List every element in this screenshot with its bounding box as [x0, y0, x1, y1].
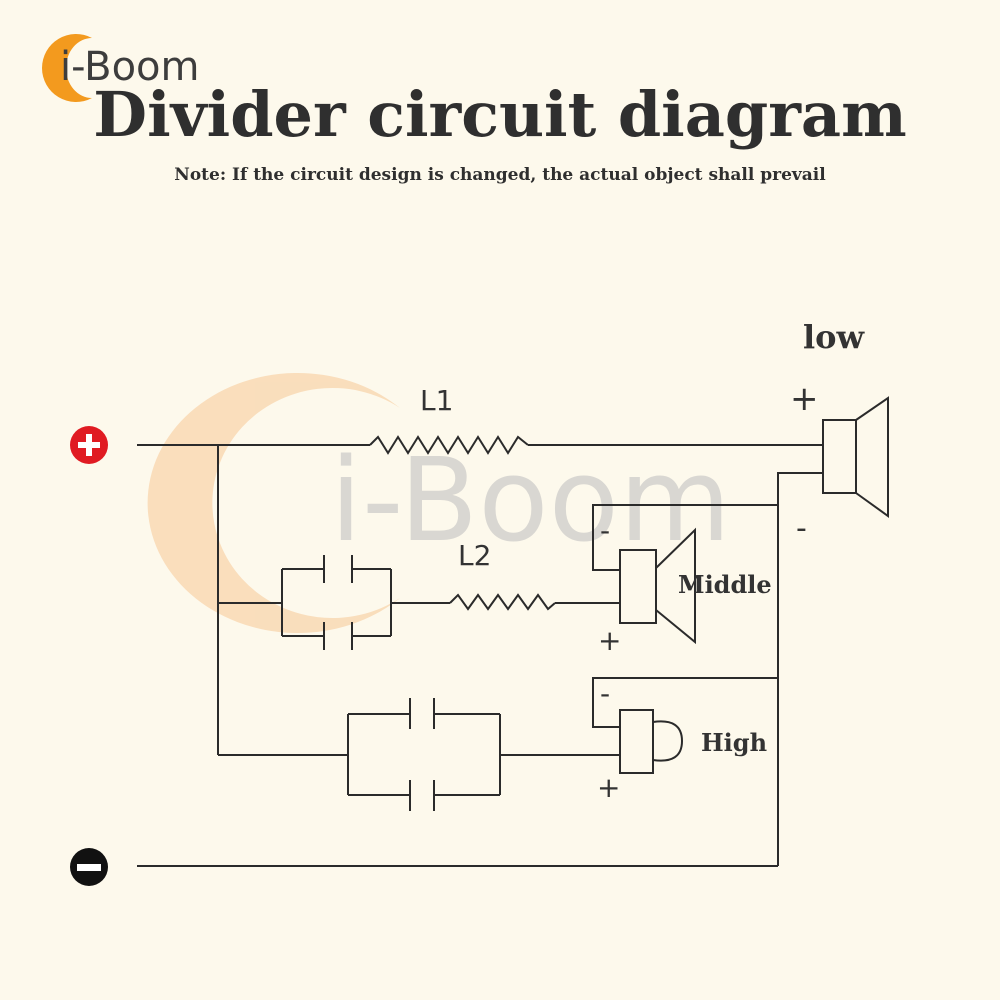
inductor-l1 — [369, 435, 529, 455]
high-speaker-dome-icon — [652, 720, 684, 762]
high-plus-sign: + — [597, 771, 620, 804]
low-minus-wire — [777, 472, 823, 866]
negative-terminal — [70, 848, 108, 886]
middle-minus-wire — [592, 504, 778, 571]
low-minus-sign: - — [796, 511, 807, 546]
middle-speaker-cone-icon — [655, 527, 696, 645]
brand-logo: i-Boom — [30, 30, 230, 110]
positive-terminal — [70, 426, 108, 464]
middle-speaker-label: Middle — [678, 570, 772, 599]
high-speaker — [619, 709, 684, 774]
low-speaker-cone-icon — [855, 396, 889, 518]
inductor-l1-label: L1 — [420, 384, 453, 417]
middle-speaker-magnet — [619, 549, 657, 624]
middle-minus-sign: - — [600, 514, 610, 547]
low-speaker-magnet — [822, 419, 857, 494]
high-minus-wire — [592, 677, 778, 728]
high-minus-sign: - — [600, 677, 610, 710]
logo-crescent-icon — [42, 34, 92, 102]
capacitor-icon — [323, 555, 353, 583]
capacitor-icon — [409, 780, 435, 811]
high-capacitor-bank — [347, 698, 501, 811]
middle-plus-sign: + — [598, 624, 621, 657]
low-plus-sign: + — [790, 379, 819, 419]
watermark-crescent-icon — [147, 373, 400, 633]
capacitor-icon — [323, 622, 353, 650]
page-title: Divider circuit diagram — [93, 78, 907, 151]
middle-speaker — [619, 527, 696, 645]
inductor-l2-label: L2 — [458, 539, 491, 572]
watermark-text: i-Boom — [330, 434, 731, 568]
middle-capacitor-bank — [281, 555, 392, 650]
watermark: i-Boom — [147, 373, 731, 633]
high-speaker-label: High — [701, 728, 767, 757]
logo-text: i-Boom — [60, 44, 200, 90]
capacitor-icon — [409, 698, 435, 729]
page-note: Note: If the circuit design is changed, … — [174, 165, 826, 185]
inductor-l2 — [449, 593, 556, 611]
low-speaker — [822, 396, 889, 518]
low-speaker-label: low — [803, 318, 866, 356]
high-speaker-body — [619, 709, 654, 774]
